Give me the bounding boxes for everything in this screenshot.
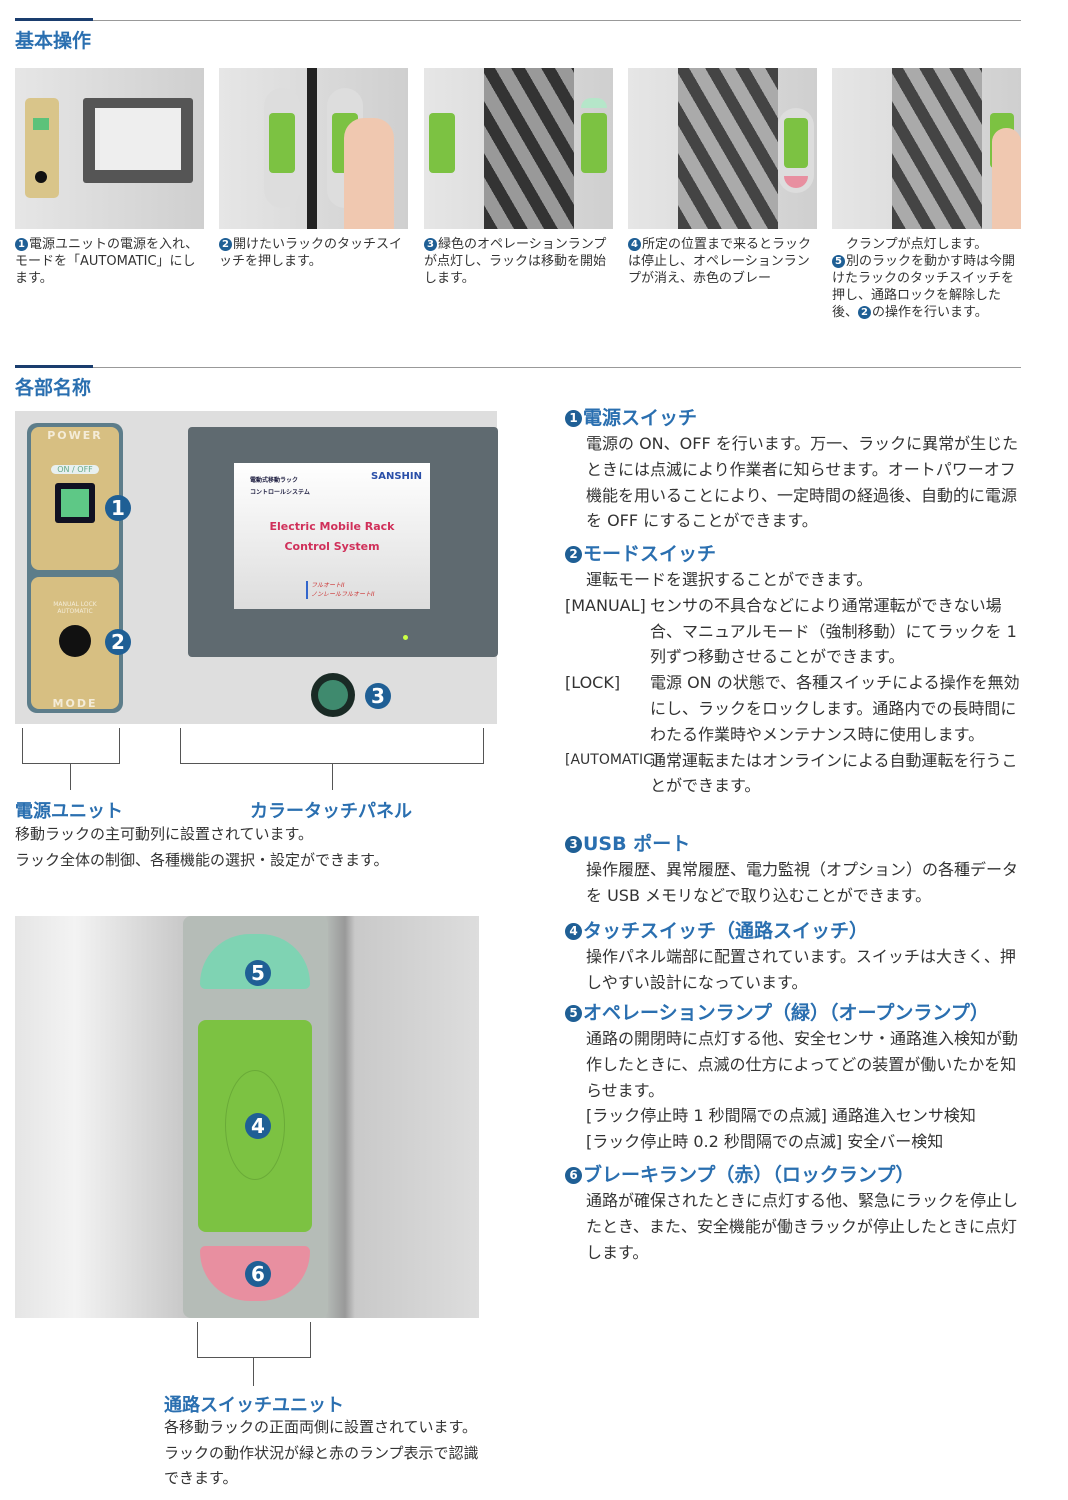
switch-unit-photo: 5 4 6 [15, 916, 479, 1318]
step-photo-4 [628, 68, 817, 229]
usb-port [311, 673, 355, 717]
switch-unit-description: 各移動ラックの正面両側に設置されています。ラックの動作状況が緑と赤のランプ表示で… [164, 1418, 479, 1487]
mode-label: MODE [52, 697, 98, 710]
step-photo-2 [219, 68, 408, 229]
step-photo-1 [15, 68, 204, 229]
unit-description: 移動ラックの主可動列に設置されています。ラック全体の制御、各種機能の選択・設定が… [15, 825, 389, 869]
step-photo-5 [832, 68, 1021, 229]
brand-logo: SANSHIN [371, 471, 422, 482]
power-label: POWER [47, 429, 103, 442]
marker-2: 2 [105, 629, 131, 655]
marker-5: 5 [245, 960, 271, 986]
control-panel-photo: POWER ON / OFF MANUAL LOCK AUTOMATIC MOD… [15, 411, 498, 724]
marker-4: 4 [245, 1113, 271, 1139]
marker-3: 3 [365, 683, 391, 709]
bracket [180, 728, 484, 764]
step-photo-3 [424, 68, 613, 229]
onoff-label: ON / OFF [51, 465, 99, 474]
touch-panel: 電動式移動ラックコントロールシステム SANSHIN Electric Mobi… [188, 427, 498, 657]
mode-dial-labels: MANUAL LOCK AUTOMATIC [53, 601, 97, 615]
power-switch [55, 483, 95, 523]
bracket [197, 1322, 311, 1358]
marker-1: 1 [105, 495, 131, 521]
touch-panel-label: カラータッチパネル [250, 801, 412, 822]
section-title-basic: 基本操作 [15, 30, 92, 52]
switch-unit-label: 通路スイッチユニット [164, 1395, 344, 1416]
bracket [22, 728, 120, 764]
marker-6: 6 [245, 1261, 271, 1287]
power-unit-label: 電源ユニット [15, 801, 123, 822]
section-rule [15, 365, 1021, 368]
section-rule [15, 18, 1021, 21]
mode-dial [59, 625, 91, 657]
section-title-parts: 各部名称 [15, 377, 92, 399]
